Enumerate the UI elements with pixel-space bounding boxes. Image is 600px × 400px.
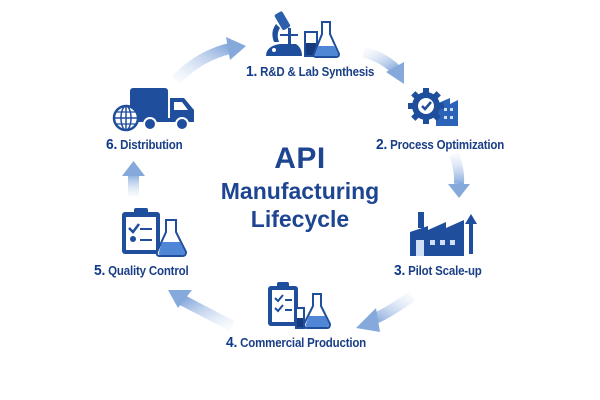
step-label-process: 2. Process Optimization xyxy=(376,136,505,153)
arrow-rd-to-process xyxy=(362,46,404,84)
factory-up-arrow-icon xyxy=(410,212,477,256)
arrow-distribution-to-rd xyxy=(172,37,246,84)
title-line-3: Lifecycle xyxy=(250,206,350,232)
step-number: 1. xyxy=(246,63,258,80)
step-label-rd: 1. R&D & Lab Synthesis xyxy=(246,63,375,80)
arrow-quality-to-distribution xyxy=(122,161,145,196)
microscope-flask-icon xyxy=(266,11,341,58)
gear-check-factory-icon xyxy=(408,88,458,126)
clipboard-flask-icon xyxy=(268,282,332,329)
arrow-commercial-to-quality xyxy=(168,290,235,331)
step-label-quality: 5. Quality Control xyxy=(94,262,189,279)
step-label-pilot: 3. Pilot Scale-up xyxy=(394,262,482,279)
truck-globe-icon xyxy=(112,88,194,132)
step-label-distribution: 6. Distribution xyxy=(106,136,183,153)
arrow-pilot-to-commercial xyxy=(356,291,416,332)
clipboard-check-flask-icon xyxy=(122,208,188,257)
step-label-commercial: 4. Commercial Production xyxy=(226,334,367,351)
title-line-2: Manufacturing xyxy=(220,178,380,204)
title-line-1: API xyxy=(274,142,326,175)
arrow-process-to-pilot xyxy=(448,152,470,198)
